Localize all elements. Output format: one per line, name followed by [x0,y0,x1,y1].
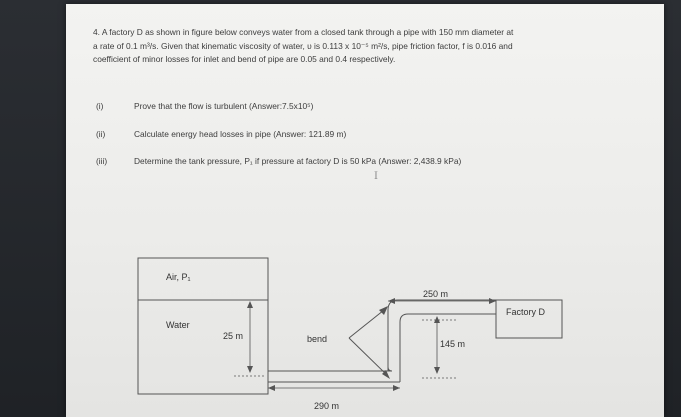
top-length-arrow-left [388,298,395,304]
bend-label: bend [307,334,328,344]
bend-pointer-lower-head [382,370,390,379]
height-arrow-top [247,301,253,308]
bend-pointer-upper-head [379,306,388,315]
top-bend-inner [399,313,409,323]
question-statement: 4. A factory D as shown in figure below … [93,26,633,67]
vertical-arrow-bottom [434,367,440,374]
part-1-text: Prove that the flow is turbulent (Answer… [134,101,314,111]
top-length-arrow-right [489,298,496,304]
tank-outline [137,257,269,395]
question-line-3: coefficient of minor losses for inlet an… [93,54,396,64]
horizontal-length-label: 290 m [314,401,340,411]
bend-pointer-upper [348,309,385,339]
top-length-label: 250 m [423,289,449,299]
water-label: Water [166,320,190,330]
part-3-text: Determine the tank pressure, P₁ if press… [134,156,462,166]
height-label: 25 m [223,331,244,341]
bend-pointer-lower [348,337,389,377]
question-line-1: 4. A factory D as shown in figure below … [93,27,514,37]
part-2-text: Calculate energy head losses in pipe (An… [134,129,347,139]
part-3-number: (iii) [96,156,108,166]
factory-box-outline [495,299,563,339]
question-line-2: a rate of 0.1 m³/s. Given that kinematic… [93,40,513,51]
text-cursor-icon: I [374,171,378,182]
bottom-bend-inner [387,366,393,372]
height-arrow-bottom [247,366,253,373]
top-bend-outer [387,299,399,311]
vertical-length-label: 145 m [440,339,466,349]
pipe-system-diagram [137,257,563,395]
part-1-number: (i) [96,101,104,111]
document-page: 4. A factory D as shown in figure below … [66,4,664,417]
bottom-length-arrow-right [393,385,400,391]
vertical-arrow-top [434,316,440,323]
factory-label: Factory D [506,307,546,317]
bottom-length-arrow-left [268,385,275,391]
part-2-number: (ii) [96,129,106,139]
air-label: Air, P₁ [166,272,191,282]
